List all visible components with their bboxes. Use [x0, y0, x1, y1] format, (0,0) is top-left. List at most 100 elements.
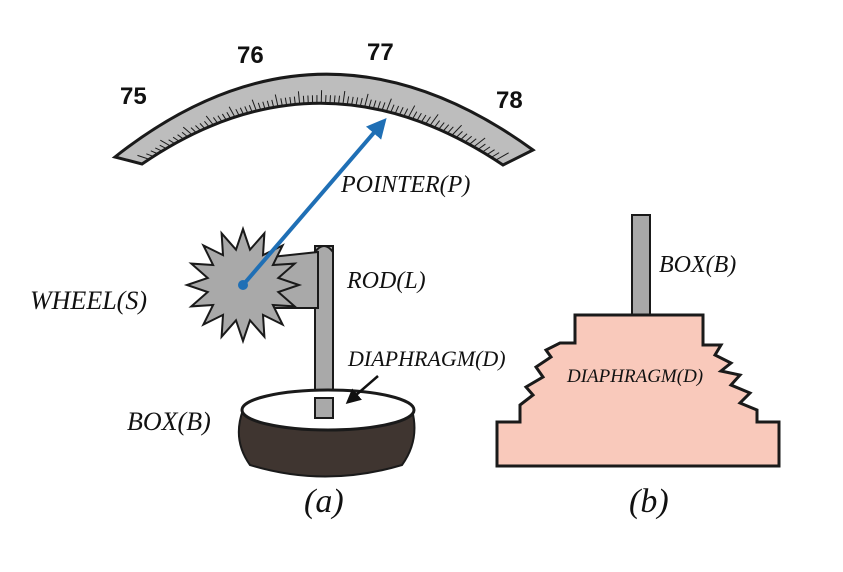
label-wheel: WHEEL(S) [30, 286, 147, 315]
scale-tick [351, 96, 354, 106]
scale-ticks [137, 90, 509, 161]
scale-tick [491, 152, 500, 158]
label-pointer: POINTER(P) [340, 172, 470, 198]
scale-label-75: 75 [120, 83, 147, 110]
label-box-b: BOX(B) [659, 252, 736, 278]
scale-tick [433, 120, 441, 128]
scale-tick [172, 136, 180, 142]
scale-label-78: 78 [496, 87, 523, 114]
scale-tick [451, 124, 462, 136]
scale-tick [168, 139, 176, 145]
scale-tick [297, 91, 301, 105]
caption-a: (a) [304, 483, 344, 520]
scale-tick [447, 126, 454, 134]
scale-tick [355, 97, 359, 106]
scale-tick [482, 146, 491, 153]
scale-tick [420, 114, 427, 123]
pointer-pivot [238, 280, 248, 290]
scale-tick [212, 117, 219, 124]
scale-tick [160, 139, 171, 147]
scale-tick [412, 111, 418, 120]
scale-tick [150, 150, 158, 155]
rod-lower [314, 397, 334, 419]
scale-tick [368, 99, 372, 108]
scale-tick [442, 124, 450, 132]
scale-tick [248, 104, 253, 113]
arrow-icon [345, 375, 379, 404]
scale-tick [469, 138, 477, 145]
diaphragm-b-bellows [495, 313, 781, 468]
scale-tick [425, 116, 431, 125]
scale-tick [416, 113, 422, 121]
label-box-a: BOX(B) [127, 407, 211, 436]
caption-b: (b) [629, 483, 669, 520]
scale-tick [221, 113, 227, 121]
scale-tick [177, 134, 184, 140]
scale-tick [262, 101, 266, 110]
scale-tick [455, 131, 463, 138]
scale-tick [257, 102, 262, 111]
scale-tick [289, 97, 292, 105]
scale-tick [195, 125, 201, 131]
scale-tick [302, 95, 305, 104]
scale-tick [438, 122, 445, 130]
scale-tick [403, 108, 409, 117]
label-diaphragm-b: DIAPHRAGM(D) [566, 366, 703, 387]
scale-tick [271, 99, 275, 108]
scale-tick [333, 95, 336, 104]
scale-tick [364, 93, 369, 108]
scale-tick [217, 115, 223, 122]
scale-tick [359, 97, 363, 107]
scale-tick [155, 147, 163, 152]
scale-tick [226, 112, 232, 119]
scale-tick [377, 101, 381, 110]
scale-tick [205, 115, 214, 126]
scale-tick [460, 133, 468, 141]
scale-tick [346, 96, 350, 105]
scale-tick [146, 153, 154, 157]
scale-tick [464, 135, 472, 143]
scale-tick [235, 108, 240, 116]
scale-tick [204, 121, 210, 128]
scale-tick [137, 154, 150, 160]
rod-top-cap [314, 245, 334, 253]
scale-label-76: 76 [237, 42, 264, 69]
label-diaphragm-a: DIAPHRAGM(D) [347, 346, 506, 371]
scale-tick [381, 102, 386, 111]
scale-tick [329, 95, 332, 104]
scale-tick [394, 105, 400, 114]
scale-band [111, 72, 536, 167]
scale-tick [182, 126, 193, 136]
scale-tick [429, 114, 439, 126]
label-rod: ROD(L) [346, 268, 426, 294]
scale-tick [190, 127, 197, 133]
scale-tick [251, 99, 257, 112]
box-b-stem [631, 214, 651, 316]
scale-tick [266, 100, 270, 109]
scale-tick [338, 95, 341, 104]
scale-tick [199, 123, 206, 129]
scale-tick [399, 107, 404, 116]
scale-tick [372, 100, 377, 109]
scale-tick [280, 98, 283, 107]
scale-tick [385, 98, 392, 112]
scale-tick [284, 97, 288, 106]
scale-tick [342, 90, 346, 105]
scale-tick [407, 105, 416, 118]
scale-tick [244, 106, 249, 114]
scale-tick [486, 149, 495, 156]
scale-tick [293, 96, 296, 105]
scale-tick [473, 137, 486, 148]
scale-tick [390, 104, 395, 113]
scale-tick [239, 107, 244, 115]
scale-tick [181, 131, 188, 138]
scale-tick [228, 106, 236, 118]
scale-tick [274, 94, 279, 107]
scale-label-77: 77 [367, 39, 394, 66]
scale-tick [159, 144, 167, 149]
scale-tick [477, 143, 486, 150]
pointer-needle [241, 117, 387, 287]
scale-tick [495, 152, 509, 161]
